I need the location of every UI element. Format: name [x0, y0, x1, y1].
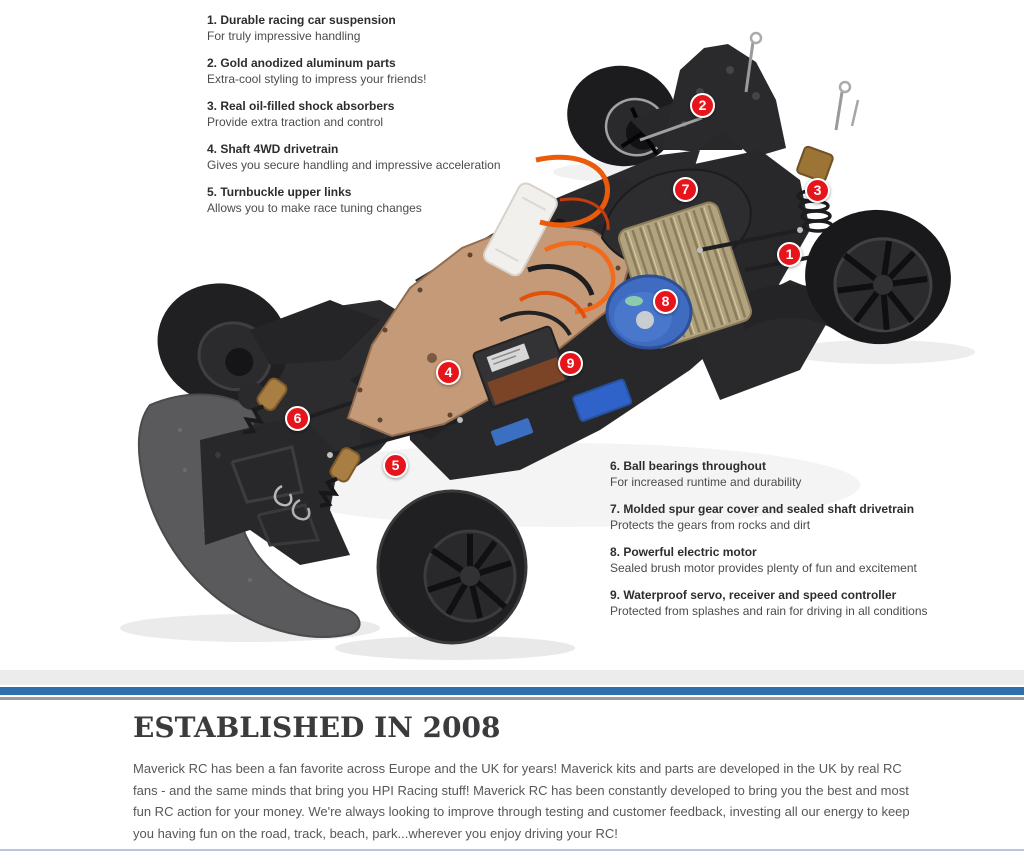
feature-title: 3. Real oil-filled shock absorbers: [207, 99, 395, 113]
marker-9: 9: [558, 351, 583, 376]
feature-item-7: 7. Molded spur gear cover and sealed sha…: [610, 502, 1010, 533]
established-paragraph: Maverick RC has been a fan favorite acro…: [133, 761, 910, 841]
feature-title: 8. Powerful electric motor: [610, 545, 757, 559]
feature-description: Gives you secure handling and impressive…: [207, 157, 501, 172]
divider-gap: [0, 685, 1024, 687]
marker-3: 3: [805, 178, 830, 203]
feature-title: 5. Turnbuckle upper links: [207, 185, 352, 199]
feature-description: Extra-cool styling to impress your frien…: [207, 71, 427, 86]
feature-title: 1. Durable racing car suspension: [207, 13, 396, 27]
feature-description: For truly impressive handling: [207, 28, 361, 43]
feature-title: 7. Molded spur gear cover and sealed sha…: [610, 502, 915, 516]
feature-item-6: 6. Ball bearings throughout For increase…: [610, 459, 1010, 490]
feature-item-8: 8. Powerful electric motor Sealed brush …: [610, 545, 1010, 576]
feature-list-left: 1. Durable racing car suspension For tru…: [207, 13, 537, 228]
feature-title: 6. Ball bearings throughout: [610, 459, 767, 473]
marker-6: 6: [285, 406, 310, 431]
feature-list-right: 6. Ball bearings throughout For increase…: [610, 459, 1010, 631]
feature-item-5: 5. Turnbuckle upper links Allows you to …: [207, 185, 537, 216]
marker-2: 2: [690, 93, 715, 118]
feature-item-3: 3. Real oil-filled shock absorbers Provi…: [207, 99, 537, 130]
feature-description: For increased runtime and durability: [610, 474, 802, 489]
marker-8: 8: [653, 289, 678, 314]
feature-description: Provide extra traction and control: [207, 114, 384, 129]
bottom-accent-line: [0, 849, 1024, 851]
divider-light-band: [0, 670, 1024, 685]
divider-gray-stripe: [0, 697, 1024, 700]
feature-item-4: 4. Shaft 4WD drivetrain Gives you secure…: [207, 142, 537, 173]
feature-description: Sealed brush motor provides plenty of fu…: [610, 560, 917, 575]
feature-title: 2. Gold anodized aluminum parts: [207, 56, 396, 70]
divider-gap: [0, 695, 1024, 697]
marker-7: 7: [673, 177, 698, 202]
divider-blue-stripe: [0, 687, 1024, 695]
feature-description: Allows you to make race tuning changes: [207, 200, 422, 215]
marker-5: 5: [383, 453, 408, 478]
feature-title: 4. Shaft 4WD drivetrain: [207, 142, 339, 156]
feature-description: Protected from splashes and rain for dri…: [610, 603, 928, 618]
feature-title: 9. Waterproof servo, receiver and speed …: [610, 588, 897, 602]
chassis-illustration: [120, 31, 975, 660]
feature-item-1: 1. Durable racing car suspension For tru…: [207, 13, 537, 44]
section-divider: [0, 670, 1024, 700]
marker-4: 4: [436, 360, 461, 385]
feature-item-2: 2. Gold anodized aluminum parts Extra-co…: [207, 56, 537, 87]
marker-1: 1: [777, 242, 802, 267]
feature-description: Protects the gears from rocks and dirt: [610, 517, 811, 532]
feature-item-9: 9. Waterproof servo, receiver and speed …: [610, 588, 1010, 619]
established-section: ESTABLISHED IN 2008 Maverick RC has been…: [133, 710, 913, 844]
established-heading: ESTABLISHED IN 2008: [133, 711, 501, 744]
chassis-diagram: 1 2 3 4 5 6 7 8 9: [120, 31, 975, 660]
